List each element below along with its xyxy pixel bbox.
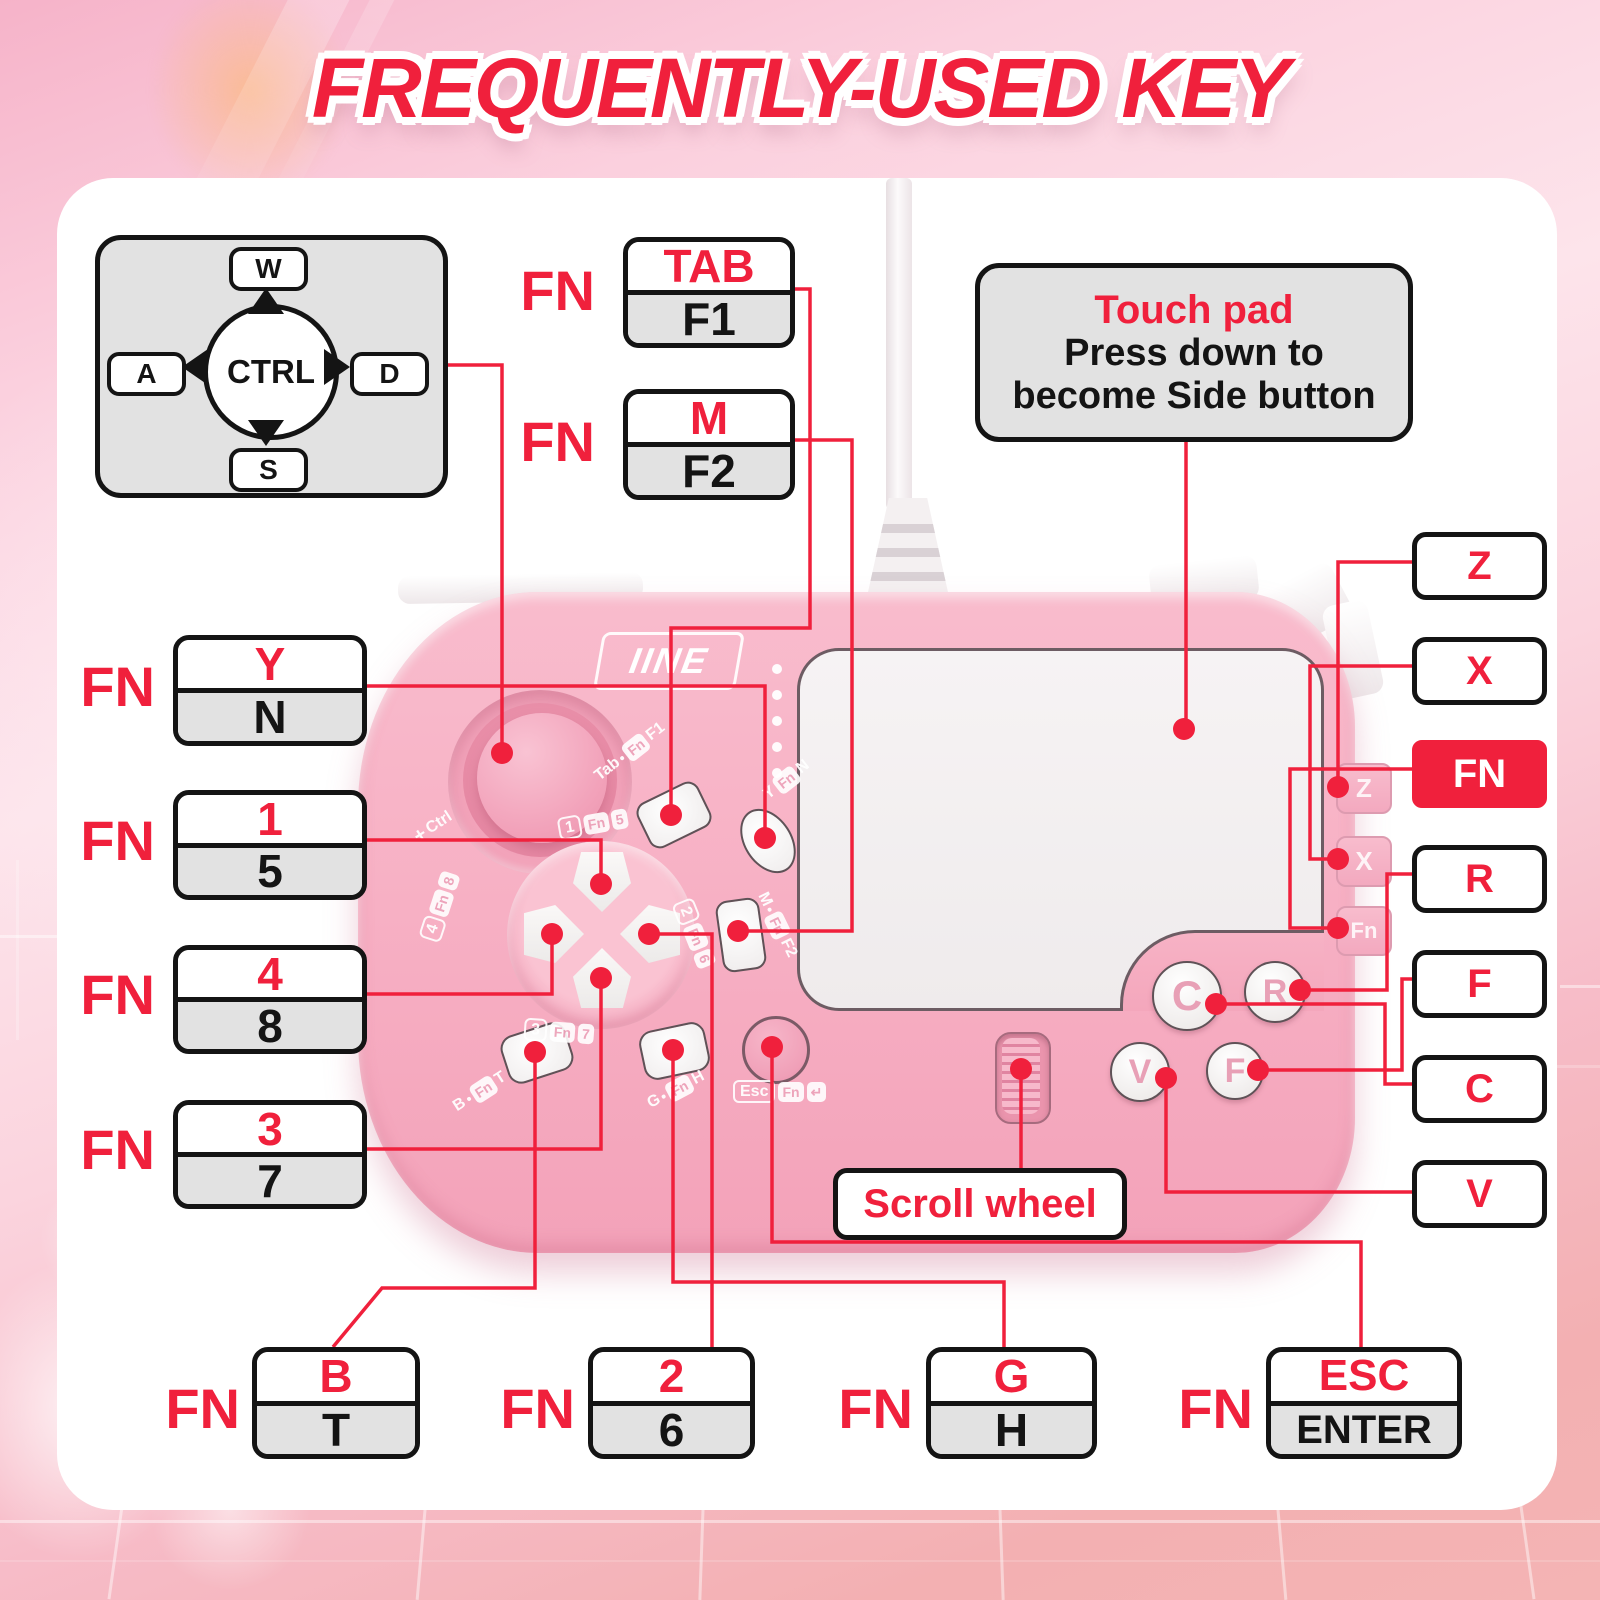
fn-label-b: FN bbox=[165, 1377, 240, 1440]
fn-side-button: Fn bbox=[1336, 906, 1392, 956]
touchpad-note: Touch pad Press down to become Side butt… bbox=[975, 263, 1413, 442]
bg-grid bbox=[0, 935, 57, 938]
b-key-label: B bbox=[257, 1352, 415, 1406]
callout-b-t: B T bbox=[252, 1347, 420, 1459]
usb-cable bbox=[886, 178, 912, 510]
esc-key-label: ESC bbox=[1271, 1352, 1457, 1406]
5-key-label: 5 bbox=[178, 847, 362, 895]
callout-m-f2: M F2 bbox=[623, 389, 795, 500]
bg-grid bbox=[415, 1500, 428, 1600]
3-key-label: 3 bbox=[178, 1105, 362, 1157]
callout-1-5: 1 5 bbox=[173, 790, 367, 900]
a-key-label: A bbox=[107, 352, 186, 396]
callout-y-n: Y N bbox=[173, 635, 367, 746]
callout-3-7: 3 7 bbox=[173, 1100, 367, 1209]
fn-label-1: FN bbox=[80, 809, 155, 872]
c-button: C bbox=[1152, 961, 1222, 1031]
r-button: R bbox=[1244, 961, 1306, 1023]
h-key-label: H bbox=[931, 1405, 1092, 1454]
6-key-label: 6 bbox=[593, 1405, 750, 1454]
touchpad-note-body: Press down to become Side button bbox=[1012, 331, 1376, 417]
4-key-label: 4 bbox=[178, 950, 362, 1002]
bg-grid bbox=[16, 860, 19, 1040]
w-key-label: W bbox=[229, 247, 308, 291]
callout-g-h: G H bbox=[926, 1347, 1097, 1459]
scroll-wheel bbox=[995, 1032, 1051, 1124]
brand-logo: IINE bbox=[592, 632, 746, 690]
fn-label-tab: FN bbox=[520, 259, 595, 322]
f-button: F bbox=[1206, 1042, 1264, 1100]
v-button: V bbox=[1110, 1042, 1170, 1102]
fn-label-3: FN bbox=[80, 1118, 155, 1181]
brand-logo-text: IINE bbox=[626, 640, 712, 681]
callout-tab-f1: TAB F1 bbox=[623, 237, 795, 348]
t-key-label: T bbox=[257, 1405, 415, 1454]
led-indicator bbox=[772, 664, 782, 674]
z-side-button: Z bbox=[1336, 763, 1392, 814]
7-key-label: 7 bbox=[178, 1157, 362, 1204]
wasd-diagram: W A D S CTRL bbox=[95, 235, 448, 498]
bg-grid bbox=[1557, 1065, 1600, 1068]
n-key-label: N bbox=[178, 693, 362, 741]
f1-key-label: F1 bbox=[628, 295, 790, 343]
callout-fn: FN bbox=[1412, 740, 1547, 808]
arrow-left-icon bbox=[182, 349, 208, 385]
led-indicator bbox=[772, 690, 782, 700]
fn-label-4: FN bbox=[80, 963, 155, 1026]
d-key-label: D bbox=[350, 352, 429, 396]
bg-grid bbox=[0, 1520, 1600, 1523]
bg-grid bbox=[0, 1560, 1600, 1562]
callout-v: V bbox=[1412, 1160, 1547, 1228]
scroll-wheel-label: Scroll wheel bbox=[833, 1168, 1127, 1240]
fn-label-g: FN bbox=[838, 1377, 913, 1440]
s-key-label: S bbox=[229, 448, 308, 492]
scroll-wheel-ribs bbox=[1002, 1038, 1040, 1114]
y-key-label: Y bbox=[178, 640, 362, 693]
f2-key-label: F2 bbox=[628, 447, 790, 495]
arrow-down-icon bbox=[248, 420, 284, 446]
2-key-label: 2 bbox=[593, 1352, 750, 1406]
arrow-right-icon bbox=[324, 349, 350, 385]
fn-label-m: FN bbox=[520, 410, 595, 473]
1-key-label: 1 bbox=[178, 795, 362, 848]
callout-c: C bbox=[1412, 1055, 1547, 1123]
fn-label-y: FN bbox=[80, 655, 155, 718]
bg-grid bbox=[1275, 1500, 1288, 1600]
callout-x: X bbox=[1412, 637, 1547, 705]
fn-label-esc: FN bbox=[1178, 1377, 1253, 1440]
callout-esc-enter: ESC ENTER bbox=[1266, 1347, 1462, 1459]
callout-4-8: 4 8 bbox=[173, 945, 367, 1054]
callout-2-6: 2 6 bbox=[588, 1347, 755, 1459]
enter-key-label: ENTER bbox=[1271, 1405, 1457, 1454]
fn-label-2: FN bbox=[500, 1377, 575, 1440]
m-key-label: M bbox=[628, 394, 790, 447]
bg-orange-streak bbox=[150, 0, 350, 200]
callout-z: Z bbox=[1412, 532, 1547, 600]
arrow-up-icon bbox=[248, 288, 284, 314]
led-indicator bbox=[772, 742, 782, 752]
esc-key bbox=[742, 1016, 810, 1084]
callout-r: R bbox=[1412, 845, 1547, 913]
tab-key-label: TAB bbox=[628, 242, 790, 295]
page-title: FREQUENTLY-USED KEY bbox=[311, 41, 1290, 135]
8-key-label: 8 bbox=[178, 1002, 362, 1049]
x-side-button: X bbox=[1336, 836, 1392, 887]
touchpad-note-title: Touch pad bbox=[1094, 287, 1294, 332]
led-indicator bbox=[772, 716, 782, 726]
g-key-label: G bbox=[931, 1352, 1092, 1406]
callout-f: F bbox=[1412, 950, 1547, 1018]
bg-grid bbox=[1560, 985, 1600, 988]
